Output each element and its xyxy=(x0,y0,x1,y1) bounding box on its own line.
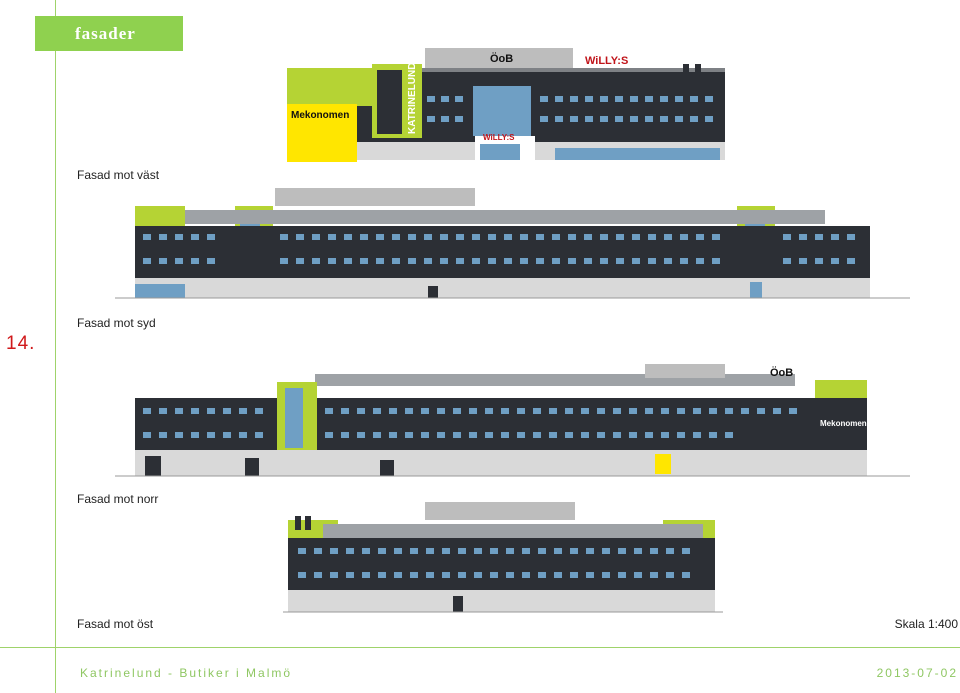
ob-sign: ÖoB xyxy=(490,52,513,65)
mekonomen-sign: Mekonomen xyxy=(291,110,349,121)
footer-project: Katrinelund - Butiker i Malmö xyxy=(80,666,293,680)
margin-line-vertical xyxy=(55,0,56,693)
svg-text:WiLLY:S: WiLLY:S xyxy=(483,133,515,142)
caption-east: Fasad mot öst xyxy=(77,617,154,631)
elevation-east-drawing xyxy=(283,502,723,613)
willys-sign: WiLLY:S xyxy=(585,55,628,67)
mekonomen-sign-north: Mekonomen xyxy=(820,419,867,428)
facade-body xyxy=(288,538,715,590)
elevation-south-drawing xyxy=(115,188,910,299)
page-title: fasader xyxy=(75,24,136,43)
scale-label: Skala 1:400 xyxy=(894,617,958,631)
title-banner: fasader xyxy=(35,16,183,51)
facade-body xyxy=(135,398,867,450)
page-number: 14. xyxy=(6,333,36,354)
mekonomen-yellow-block xyxy=(287,104,357,162)
elevation-north-drawing: ÖoB Mekonomen xyxy=(115,364,910,477)
footer-line xyxy=(0,647,960,648)
caption-west: Fasad mot väst xyxy=(77,168,160,182)
caption-south: Fasad mot syd xyxy=(77,316,156,330)
elevation-west-drawing: KATRINELUND Mekonomen ÖoB WiLLY:S WiLLY:… xyxy=(287,48,725,162)
katrinelund-sign: KATRINELUND xyxy=(407,63,418,134)
caption-north: Fasad mot norr xyxy=(77,492,159,506)
footer-date: 2013-07-02 xyxy=(876,666,958,680)
facade-body xyxy=(135,226,870,278)
ob-sign-north: ÖoB xyxy=(770,366,793,379)
roof-structure xyxy=(425,48,573,68)
